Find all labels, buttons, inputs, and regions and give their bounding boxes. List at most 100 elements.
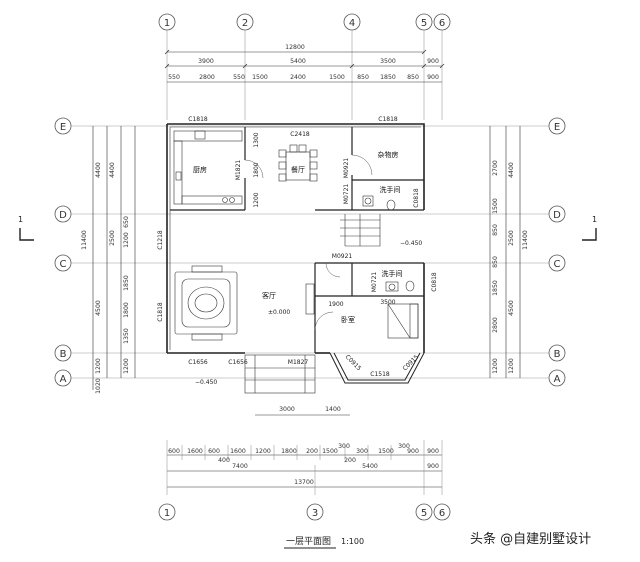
axis-label-right-C: C <box>554 259 561 270</box>
label-c1656-a: C1656 <box>188 359 208 366</box>
axis-label-bottom-1: 1 <box>164 508 170 519</box>
axis-label-right-D: D <box>553 210 561 221</box>
axis-label-top-1: 1 <box>164 18 170 29</box>
dim-bottom-1-0: 3000 <box>279 406 295 413</box>
dim-left-inner-6: 1350 <box>123 328 130 344</box>
dim-top-3-6: 850 <box>357 74 369 81</box>
label-dim-1300: 1300 <box>253 132 260 147</box>
label-c1818-a: C1818 <box>188 116 208 123</box>
drawing-title: 一层平面图 <box>286 536 331 547</box>
axis-label-bottom-3: 3 <box>312 508 318 519</box>
axis-label-left-C: C <box>60 259 67 270</box>
dim-left-inner-7: 1200 <box>123 358 130 374</box>
dim-top-total: 12800 <box>285 44 305 51</box>
bay-window <box>329 352 425 384</box>
label-dim-1800: 1800 <box>253 162 260 177</box>
room-wc1: 洗手间 <box>380 185 401 194</box>
dim-top-3-8: 850 <box>407 74 419 81</box>
dim-bottom-2-12: 900 <box>407 448 419 455</box>
top-dimension-lines <box>167 51 442 83</box>
axis-label-top-5: 5 <box>421 18 427 29</box>
dim-bottom-small-0: 300 <box>338 443 350 450</box>
interior-walls <box>170 127 424 353</box>
dim-right-inner-0: 2700 <box>492 160 499 176</box>
label-c2418: C2418 <box>290 131 310 138</box>
dim-left-inner-0: 4400 <box>109 162 116 178</box>
section-mark-right-label: 1 <box>592 215 597 224</box>
axis-label-left-B: B <box>60 349 67 360</box>
dim-top-3-0: 550 <box>168 74 180 81</box>
dim-right-stack-2: 850 <box>492 256 499 268</box>
drawing-scale: 1:100 <box>341 537 364 546</box>
dim-left-outer-1: 11400 <box>81 230 88 250</box>
dim-right-outer-2: 4500 <box>508 300 515 316</box>
dim-top-2-2: 3500 <box>380 58 396 65</box>
tv-cabinet <box>305 283 315 315</box>
bed <box>387 303 419 339</box>
room-kitchen: 厨房 <box>193 165 207 174</box>
label-c1518: C1518 <box>370 371 390 378</box>
dim-right-outer-1: 11400 <box>522 230 529 250</box>
wc1-fixtures <box>362 195 396 211</box>
axis-label-left-D: D <box>59 210 67 221</box>
label-c0915-a: C0915 <box>344 354 363 373</box>
label-m1827: M1827 <box>288 359 309 366</box>
dim-top-3-9: 900 <box>427 74 439 81</box>
room-bedroom: 卧室 <box>341 315 355 324</box>
axis-label-left-A: A <box>60 374 67 385</box>
bottom-dimension-lines <box>167 414 442 488</box>
dim-bottom-2-13: 900 <box>427 448 439 455</box>
room-storage: 杂物房 <box>378 150 399 159</box>
label-c1818-c: C1818 <box>157 302 164 322</box>
dim-left-outer-4: 1020 <box>95 378 102 394</box>
room-dining: 餐厅 <box>291 165 305 174</box>
axis-label-bottom-6: 6 <box>439 508 445 519</box>
dim-top-2-1: 5400 <box>290 58 306 65</box>
dim-3500-label: 3500 <box>380 299 395 306</box>
label-m0921-b: M0921 <box>332 253 353 260</box>
dim-bottom-2-10: 300 <box>356 448 368 455</box>
label-m0921-a: M0921 <box>343 158 350 179</box>
axis-label-left-E: E <box>60 122 66 133</box>
dim-top-3-1: 2800 <box>199 74 215 81</box>
dim-left-inner-2: 1200 <box>123 232 130 248</box>
axis-label-right-E: E <box>554 122 560 133</box>
dim-right-inner-2: 2800 <box>492 317 499 333</box>
left-dimension-lines <box>92 126 136 390</box>
dim-bottom-2-1: 1600 <box>187 448 203 455</box>
label-m1821: M1821 <box>235 160 242 181</box>
bottom-axis-bubbles <box>158 503 451 521</box>
section-mark-left <box>19 228 34 241</box>
dim-1900-label: 1900 <box>328 301 343 308</box>
label-c1818-b: C1818 <box>378 116 398 123</box>
dim-left-inner-5: 1800 <box>123 302 130 318</box>
dim-bottom-2-3: 400 <box>218 457 230 464</box>
dim-bottom-2-8: 1500 <box>322 448 338 455</box>
label-c0818-a: C0818 <box>413 188 420 208</box>
dim-bottom-2-6: 1800 <box>281 448 297 455</box>
axis-label-right-B: B <box>554 349 561 360</box>
axis-label-bottom-5: 5 <box>421 508 427 519</box>
dim-top-3-2: 550 <box>233 74 245 81</box>
dim-right-inner-3: 1200 <box>508 358 515 374</box>
room-wc2: 洗手间 <box>382 269 403 278</box>
dim-right-outer-3: 1200 <box>492 358 499 374</box>
dim-top-2-0: 3900 <box>198 58 214 65</box>
dim-bottom-3-0: 7400 <box>232 463 248 470</box>
dim-bottom-3-1: 5400 <box>362 463 378 470</box>
axis-label-top-4: 4 <box>349 18 355 29</box>
section-mark-left-label: 1 <box>18 215 23 224</box>
dim-bottom-1-1: 1400 <box>325 406 341 413</box>
dim-top-3-7: 1850 <box>380 74 396 81</box>
dim-bottom-2-4: 1600 <box>230 448 246 455</box>
elev-outside: −0.450 <box>195 379 217 386</box>
entrance-steps <box>244 354 316 394</box>
label-m0721-a: M0721 <box>343 184 350 205</box>
dim-top-3-5: 1500 <box>329 74 345 81</box>
label-c0818-b: C0818 <box>431 272 438 292</box>
dim-right-stack-1: 850 <box>492 224 499 236</box>
label-dim-1200: 1200 <box>253 192 260 207</box>
dim-right-inner-1: 2500 <box>508 230 515 246</box>
elev-stair: −0.450 <box>400 240 422 247</box>
left-axis-bubbles <box>54 117 72 387</box>
